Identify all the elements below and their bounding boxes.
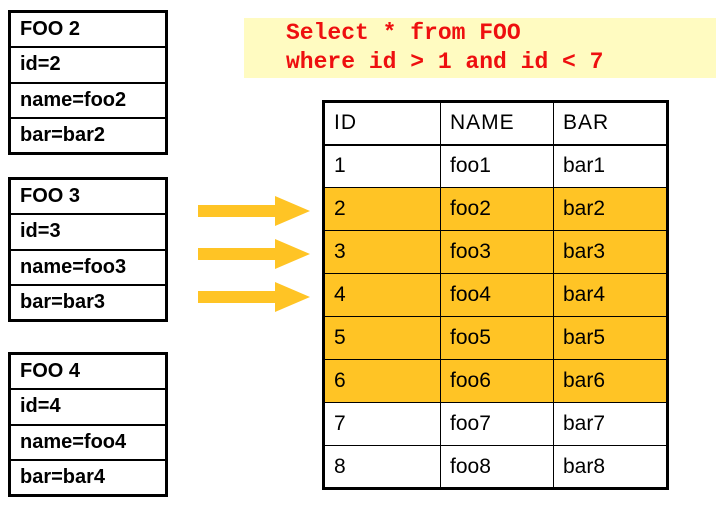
cell-id: 7 — [323, 402, 441, 446]
arrow-right-icon — [198, 239, 310, 269]
cell-name: foo8 — [440, 445, 554, 489]
cell-name: foo3 — [440, 230, 554, 274]
record-field-bar: bar=bar4 — [20, 465, 106, 488]
column-header-name: NAME — [440, 101, 554, 146]
cell-id: 4 — [323, 273, 441, 317]
table-row: 2 foo2 bar2 — [323, 187, 668, 231]
record-field-name: name=foo4 — [11, 426, 165, 461]
cell-bar: bar1 — [553, 144, 668, 188]
table-row: 5 foo5 bar5 — [323, 316, 668, 360]
cell-bar: bar7 — [553, 402, 668, 446]
cell-bar: bar3 — [553, 230, 668, 274]
table-row: 1 foo1 bar1 — [323, 144, 668, 188]
record-field-bar: bar=bar3 — [20, 290, 106, 313]
sql-query-line-2: where id > 1 and id < 7 — [286, 49, 604, 75]
cell-bar: bar8 — [553, 445, 668, 489]
cell-name: foo7 — [440, 402, 554, 446]
record-title: FOO 4 — [11, 355, 165, 391]
cell-bar: bar5 — [553, 316, 668, 360]
table-row: 4 foo4 bar4 — [323, 273, 668, 317]
cell-name: foo1 — [440, 144, 554, 188]
cell-id: 6 — [323, 359, 441, 403]
column-header-id: ID — [323, 101, 441, 146]
table-row: 6 foo6 bar6 — [323, 359, 668, 403]
arrow-right-icon — [198, 196, 310, 226]
table-row: 8 foo8 bar8 — [323, 445, 668, 489]
table-row: 7 foo7 bar7 — [323, 402, 668, 446]
record-field-bar: bar=bar2 — [20, 123, 106, 146]
record-field-name: name=foo2 — [11, 84, 165, 119]
record-box-foo2: FOO 2 id=2 name=foo2 bar=bar2 — [8, 10, 168, 155]
arrow-right-icon — [198, 282, 310, 312]
cell-bar: bar4 — [553, 273, 668, 317]
result-table: ID NAME BAR 1 foo1 bar1 2 foo2 bar2 3 fo… — [322, 100, 669, 490]
sql-query-line-1: Select * from FOO — [286, 20, 521, 46]
cell-id: 8 — [323, 445, 441, 489]
record-field-id: id=4 — [11, 390, 165, 426]
cell-id: 5 — [323, 316, 441, 360]
cell-name: foo5 — [440, 316, 554, 360]
record-title: FOO 3 — [11, 180, 165, 216]
table-row: 3 foo3 bar3 — [323, 230, 668, 274]
cell-name: foo6 — [440, 359, 554, 403]
cell-name: foo4 — [440, 273, 554, 317]
record-title: FOO 2 — [11, 13, 165, 49]
table-header-row: ID NAME BAR — [323, 101, 668, 146]
cell-id: 3 — [323, 230, 441, 274]
sql-query-banner: Select * from FOO where id > 1 and id < … — [244, 18, 716, 78]
cell-id: 1 — [323, 144, 441, 188]
record-field-id: id=3 — [11, 215, 165, 251]
cell-bar: bar2 — [553, 187, 668, 231]
cell-name: foo2 — [440, 187, 554, 231]
cell-bar: bar6 — [553, 359, 668, 403]
cell-id: 2 — [323, 187, 441, 231]
record-box-foo4: FOO 4 id=4 name=foo4 bar=bar4 — [8, 352, 168, 497]
record-box-foo3: FOO 3 id=3 name=foo3 bar=bar3 — [8, 177, 168, 322]
record-field-id: id=2 — [11, 48, 165, 84]
record-field-name: name=foo3 — [11, 251, 165, 286]
column-header-bar: BAR — [553, 101, 668, 146]
